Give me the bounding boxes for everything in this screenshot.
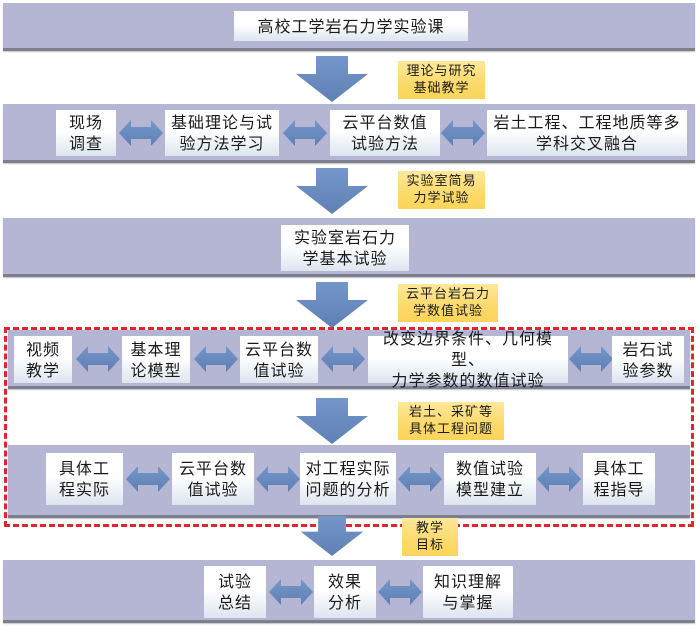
stage5-box-2: 效果 分析 <box>314 566 376 618</box>
arrow-label-4: 岩土、采矿等 具体工程问题 <box>398 402 504 440</box>
stage1-box-1: 现场 调查 <box>56 110 116 156</box>
arrow-label-3: 云平台岩石力 学数值试验 <box>398 284 498 322</box>
double-arrow-icon <box>321 346 365 372</box>
double-arrow-icon <box>194 346 238 372</box>
stage2-box-1: 实验室岩石力 学基本试验 <box>281 225 409 271</box>
stage3-box-1: 视频 教学 <box>14 336 72 383</box>
stage1-box-2: 基础理论与试 验方法学习 <box>165 110 279 156</box>
stage3-box-2: 基本理 论模型 <box>122 336 190 383</box>
down-arrow-icon <box>296 398 368 444</box>
stage4-box-5: 具体工 程指导 <box>583 453 655 505</box>
arrow-label-2: 实验室简易 力学试验 <box>398 171 485 209</box>
stage4-box-1: 具体工 程实际 <box>46 453 123 505</box>
highlight-region-border <box>4 327 694 527</box>
double-arrow-icon <box>398 466 442 492</box>
stage5-box-3: 知识理解 与掌握 <box>423 566 513 618</box>
double-arrow-icon <box>126 466 170 492</box>
down-arrow-icon <box>296 282 368 328</box>
double-arrow-icon <box>441 120 485 146</box>
down-arrow-icon <box>296 56 368 102</box>
title-box: 高校工学岩石力学实验课 <box>234 11 468 41</box>
down-arrow-icon <box>296 168 368 214</box>
double-arrow-icon <box>256 466 300 492</box>
stage1-box-3: 云平台数值 试验方法 <box>330 110 440 156</box>
double-arrow-icon <box>76 346 120 372</box>
down-arrow-icon <box>296 516 368 556</box>
double-arrow-icon <box>378 579 422 605</box>
stage3-box-4: 改变边界条件、几何模型、 力学参数的数值试验 <box>368 329 568 390</box>
double-arrow-icon <box>569 346 613 372</box>
stage3-box-5: 岩石试 验参数 <box>612 336 684 383</box>
double-arrow-icon <box>269 579 313 605</box>
double-arrow-icon <box>119 120 163 146</box>
stage4-box-2: 云平台数 值试验 <box>172 453 254 505</box>
arrow-label-5: 教学 目标 <box>402 518 458 556</box>
stage4-box-3: 对工程实际 问题的分析 <box>300 453 396 505</box>
double-arrow-icon <box>537 466 581 492</box>
stage4-box-4: 数值试验 模型建立 <box>444 453 536 505</box>
stage3-box-3: 云平台数 值试验 <box>240 336 318 383</box>
stage5-box-1: 试验 总结 <box>204 566 266 618</box>
stage1-box-4: 岩土工程、工程地质等多 学科交叉融合 <box>487 110 687 156</box>
arrow-label-1: 理论与研究 基础教学 <box>398 61 485 99</box>
double-arrow-icon <box>283 120 327 146</box>
